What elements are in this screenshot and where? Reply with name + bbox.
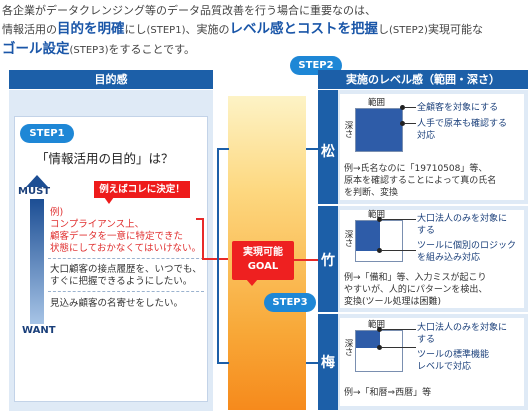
axis-depth-label: 深さ [343, 339, 353, 356]
intro-text: 各企業がデータクレンジング等のデータ品質改善を行う場合に重要なのは、 情報活用の… [2, 2, 528, 60]
leader-line [381, 250, 416, 251]
want-label: WANT [22, 325, 56, 336]
decision-callout-tail [104, 197, 114, 204]
achievable-goal-box: 実現可能 GOAL [232, 241, 294, 280]
leader-line [381, 219, 416, 220]
marker-dot [377, 327, 382, 332]
level-label-ume: 梅 [321, 355, 335, 371]
level-label-matsu: 松 [321, 144, 335, 160]
leader-line [381, 347, 416, 348]
level-desc-depth: 人手で原本も確認する 対応 [417, 119, 508, 141]
purpose-question: 「情報活用の目的」は？ [36, 151, 174, 166]
divider [48, 291, 204, 292]
axis-range-label: 範囲 [368, 98, 386, 108]
level-desc-scope: 大口法人のみを対象に する [417, 214, 508, 236]
goal-connector [294, 259, 318, 261]
level-desc-depth: ツールの標準機能 レベルで対応 [417, 350, 490, 372]
level-example: 例→「和暦⇒西暦」等 [344, 388, 432, 398]
axis-range-label: 範囲 [368, 210, 386, 220]
divider [48, 258, 204, 259]
scope-fill [356, 221, 380, 251]
axis-depth-label: 深さ [343, 230, 353, 247]
level-tab [318, 314, 338, 410]
bracket-line [217, 148, 229, 150]
connector-line [202, 218, 204, 260]
purpose-header: 目的感 [9, 70, 213, 89]
level-example: 例→「備和」等、入力ミスが起こり やすいが、人的にパターンを検出、 変換(ツール… [344, 273, 488, 307]
example-2: 大口顧客の接点履歴を、いつでも、 すぐに把握できるようにしたい。 [50, 264, 202, 287]
intro-line-1: 各企業がデータクレンジング等のデータ品質改善を行う場合に重要なのは、 [2, 4, 376, 17]
level-tab [318, 206, 338, 312]
bracket-line [306, 148, 318, 150]
priority-arrow-head [26, 175, 48, 187]
scope-fill [356, 331, 380, 348]
connector-line [196, 218, 204, 220]
leader-line [404, 123, 416, 124]
leader-line [381, 329, 416, 330]
level-desc-depth: ツールに個別のロジック を組み込み対応 [417, 241, 517, 263]
scope-fill [356, 109, 402, 151]
priority-arrow [30, 199, 44, 324]
marker-dot [400, 121, 405, 126]
step1-badge: STEP1 [20, 124, 74, 143]
axis-depth-label: 深さ [343, 121, 353, 138]
marker-dot [377, 248, 382, 253]
level-header: 実施のレベル感（範囲・深さ） [318, 70, 528, 89]
bracket-line [217, 148, 219, 364]
marker-dot [377, 345, 382, 350]
intro-line-2: 情報活用の目的を明確にし(STEP1)、実施のレベル感とコストを把握し(STEP… [2, 21, 483, 37]
marker-dot [400, 105, 405, 110]
step3-badge: STEP3 [264, 293, 316, 312]
leader-line [404, 107, 416, 108]
marker-dot [377, 217, 382, 222]
example-3: 見込み顧客の名寄せをしたい。 [50, 298, 184, 309]
bracket-line [217, 362, 229, 364]
example-selected: 例) コンプライアンス上、 顧客データを一意に特定できた 状態にしておかなくては… [50, 207, 201, 254]
level-desc-scope: 全顧客を対象にする [417, 103, 499, 113]
level-desc-scope: 大口法人のみを対象に する [417, 323, 508, 345]
level-label-take: 竹 [321, 253, 335, 269]
bracket-line [306, 362, 318, 364]
decision-callout: 例えばコレに決定！ [94, 181, 190, 198]
purpose-inner [14, 116, 208, 402]
must-label: MUST [18, 186, 51, 197]
goal-box-tail [246, 279, 258, 286]
level-example: 例→氏名なのに「19710508」等、 原本を確認することによって真の氏名 を判… [344, 164, 497, 198]
intro-line-3: ゴール設定(STEP3)をすることです。 [2, 41, 196, 57]
axis-range-label: 範囲 [368, 320, 386, 330]
level-tab [318, 90, 338, 204]
